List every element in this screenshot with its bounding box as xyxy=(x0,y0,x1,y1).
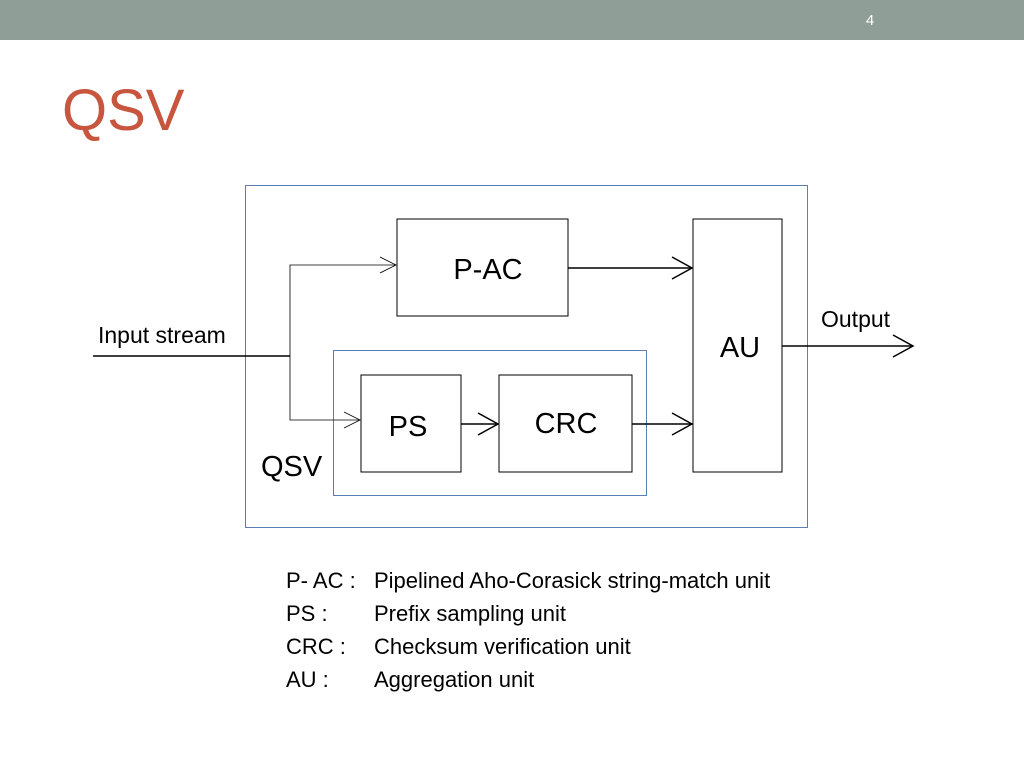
arrowhead-output xyxy=(892,334,915,358)
legend-desc: Checksum verification unit xyxy=(374,634,631,659)
split-connector-lower xyxy=(289,356,359,421)
arrowhead-to-au-bottom xyxy=(671,412,694,436)
legend-abbr: CRC : xyxy=(286,634,346,659)
qsv-inner-group xyxy=(333,350,647,496)
legend-desc: Pipelined Aho-Corasick string-match unit xyxy=(374,568,771,593)
legend-row: PS : Prefix sampling unit xyxy=(286,597,770,630)
legend-desc: Prefix sampling unit xyxy=(374,601,566,626)
legend-abbr: AU : xyxy=(286,667,329,692)
crc-block xyxy=(498,374,633,473)
crc-label: CRC xyxy=(535,408,598,440)
top-bar: 4 xyxy=(0,0,1024,40)
arrowhead-to-p-ac xyxy=(379,256,397,274)
legend-row: AU : Aggregation unit xyxy=(286,663,770,696)
arrowhead-to-au-top xyxy=(671,256,694,280)
arrowhead-to-crc xyxy=(477,412,500,436)
ps-label: PS xyxy=(389,411,428,443)
legend-row: P- AC : Pipelined Aho-Corasick string-ma… xyxy=(286,564,770,597)
legend-abbr: PS : xyxy=(286,601,328,626)
arrowhead-to-ps xyxy=(343,411,361,429)
output-label: Output xyxy=(821,306,891,332)
au-label: AU xyxy=(720,332,760,364)
legend-abbr: P- AC : xyxy=(286,568,356,593)
legend-row: CRC : Checksum verification unit xyxy=(286,630,770,663)
au-block xyxy=(692,218,783,473)
split-connector xyxy=(289,264,395,356)
qsv-group-label: QSV xyxy=(261,451,323,483)
ps-block xyxy=(360,374,462,473)
page-number: 4 xyxy=(865,12,875,29)
legend: P- AC : Pipelined Aho-Corasick string-ma… xyxy=(286,564,770,696)
slide-title: QSV xyxy=(62,78,185,143)
input-stream-label: Input stream xyxy=(98,322,226,348)
legend-desc: Aggregation unit xyxy=(374,667,535,692)
p-ac-label: P-AC xyxy=(453,254,522,286)
